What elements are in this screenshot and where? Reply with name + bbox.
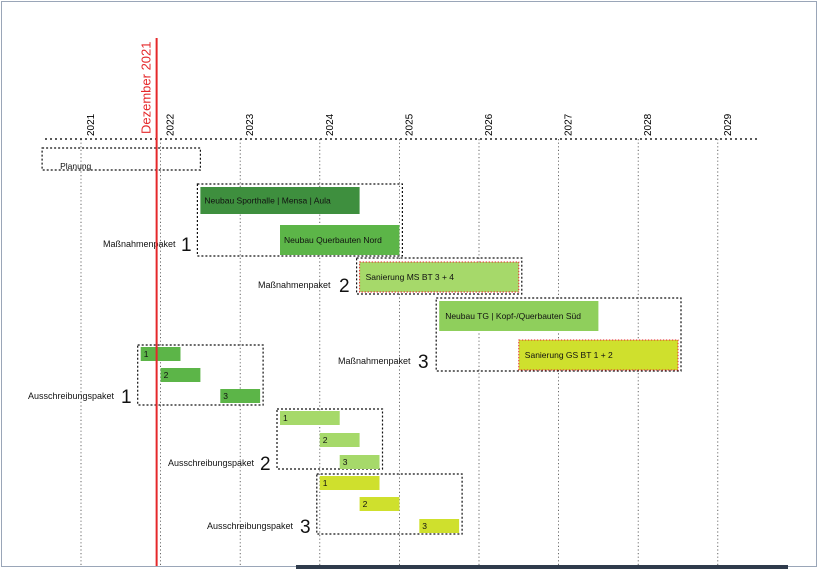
package-box-1	[196, 183, 403, 257]
task-label-8: 2	[164, 370, 169, 380]
task-bar-6	[518, 339, 679, 371]
task-bar-13	[319, 476, 380, 490]
task-label-5: Neubau TG | Kopf-/Querbauten Süd	[445, 311, 581, 321]
tick-label-2022: 2022	[166, 113, 177, 136]
task-label-13: 1	[323, 478, 328, 488]
task-label-6: Sanierung GS BT 1 + 2	[525, 350, 613, 360]
task-label-3: Neubau Querbauten Nord	[284, 235, 382, 245]
task-bar-4	[359, 261, 520, 293]
tick-label-2027: 2027	[564, 113, 575, 136]
package-label-5: Ausschreibungspaket	[168, 458, 255, 468]
task-bar-9	[220, 389, 261, 403]
tick-label-2024: 2024	[325, 113, 336, 136]
bottom-bar	[296, 565, 788, 569]
package-number-2: 2	[339, 276, 350, 297]
tick-label-2025: 2025	[404, 113, 415, 136]
package-box-3	[435, 297, 682, 372]
package-number-6: 3	[300, 517, 311, 538]
package-box-4	[137, 344, 264, 406]
package-label-1: Maßnahmenpaket	[103, 239, 176, 249]
tick-label-2029: 2029	[723, 113, 734, 136]
tick-label-2023: 2023	[245, 113, 256, 136]
package-boxes	[137, 183, 682, 535]
task-bar-10	[280, 411, 340, 425]
task-label-14: 2	[363, 499, 368, 509]
task-bar-12	[339, 455, 380, 469]
task-bar-14	[359, 497, 400, 511]
package-label-3: Maßnahmenpaket	[338, 356, 411, 366]
task-label-11: 2	[323, 435, 328, 445]
task-bar-7	[140, 347, 181, 361]
package-number-5: 2	[260, 454, 271, 475]
task-label-9: 3	[223, 391, 228, 401]
package-label-6: Ausschreibungspaket	[207, 521, 294, 531]
task-bar-planung	[41, 147, 202, 171]
tick-label-2028: 2028	[643, 113, 654, 136]
task-label-2: Neubau Sporthalle | Mensa | Aula	[204, 196, 331, 206]
package-label-2: Maßnahmenpaket	[258, 280, 331, 290]
package-box-2	[356, 257, 523, 295]
time-axis: 2021 2022 2023 2024 2025 2026 2027 2028 2029	[45, 113, 757, 140]
task-label-10: 1	[283, 413, 288, 423]
package-label-4: Ausschreibungspaket	[28, 391, 115, 401]
package-number-1: 1	[181, 235, 192, 256]
task-bar-5	[439, 301, 599, 331]
task-label-7: 1	[144, 349, 149, 359]
task-bar-15	[419, 519, 460, 533]
task-label-1: Planung	[60, 161, 91, 171]
milestone-label: Dezember 2021	[139, 42, 154, 135]
task-bar-11	[319, 433, 360, 447]
tick-label-2021: 2021	[86, 113, 97, 136]
task-bar-3	[280, 225, 400, 255]
tick-label-2026: 2026	[484, 113, 495, 136]
package-number-3: 3	[418, 352, 429, 373]
task-label-12: 3	[343, 457, 348, 467]
task-label-15: 3	[422, 521, 427, 531]
task-bar-2	[200, 187, 360, 214]
package-number-4: 1	[121, 387, 132, 408]
milestone-marker: Dezember 2021	[139, 38, 158, 566]
package-box-6	[316, 473, 463, 535]
package-box-5	[276, 408, 384, 470]
task-bar-8	[160, 368, 201, 382]
task-label-4: Sanierung MS BT 3 + 4	[366, 272, 455, 282]
